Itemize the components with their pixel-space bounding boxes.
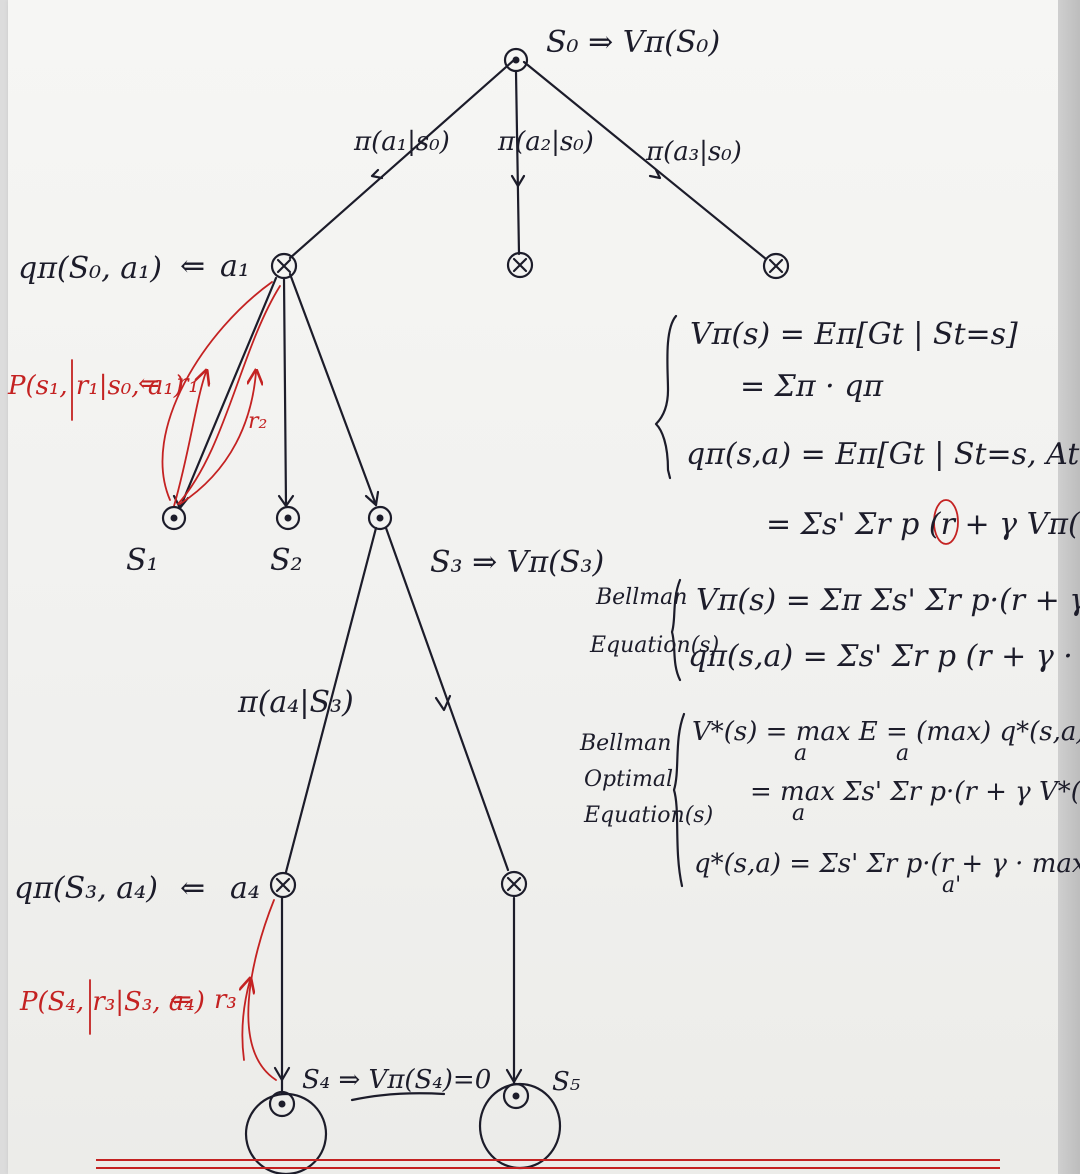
action-label-a4: a₄ [230,871,260,906]
red-arc-r1-out [161,281,273,501]
action-node-a2 [506,251,534,279]
red-arc-r3-in [242,980,250,1061]
q-as-sum-v: = Σs' Σr p (r + γ Vπ(s')) [766,507,1080,542]
arrow-prob-a1: ⇐ [138,369,160,399]
optimal-q-equation: q*(s,a) = Σs' Σr p·(r + γ · max q*(s',a'… [694,849,1080,879]
arrow-a2-head [510,174,526,188]
arrow-prob-a4: ⇐ [170,985,192,1015]
state-node-s4 [268,1090,296,1118]
tree-nodes [161,47,790,1118]
q-label-a1: qπ(S₀, a₁) [18,251,162,286]
edge-a1-s2 [282,276,288,508]
red-arc-r3-out [247,899,277,1081]
bellman-optimal-label-3: Equation(s) [583,803,713,828]
paper-sheet [8,0,1058,1174]
v-as-sum-q: = Σπ · qπ [740,369,884,404]
arrow-a3-head [648,168,662,180]
arrow-a1-head [370,168,384,180]
edge-label-a1: π(a₁|s₀) [353,127,450,157]
bellman-optimal-block: Bellman Optimal Equation(s) V*(s) = max … [579,712,1080,898]
edge-a1-s3 [288,272,378,507]
prob-label-a1: P(s₁, r₁|s₀, a₁) [7,371,184,401]
terminal-loop-s5 [478,1082,562,1170]
edge-a1-s1 [178,276,278,510]
root-value-label: S₀ ⇒ Vπ(S₀) [546,25,720,60]
optimal-v-equation-2: = max Σs' Σr p·(r + γ V*(s')) [750,777,1080,807]
red-gamma-circle [933,499,959,545]
bellman-optimal-brace [672,712,686,888]
bellman-q-equation: qπ(s,a) = Σs' Σr p (r + γ · Σπ' qπ(s',a'… [688,639,1080,674]
action-node-a3 [762,252,790,280]
red-arc-r2-out [177,285,281,505]
prob-label-a4: P(S₄, r₃|S₃, a₄) [19,987,205,1017]
optimal-v-sub: a [794,741,807,766]
bellman-optimal-label-1: Bellman [579,731,671,756]
definitions-block: Vπ(s) = Eπ[Gt | St=s] = Σπ · qπ qπ(s,a) … [654,314,1080,542]
edge-s0-a2 [514,70,521,256]
red-arc-r2-in [179,372,256,505]
action-label-a1: a₁ [220,249,250,284]
action-node-a1 [270,252,298,280]
definitions-brace [654,314,678,480]
edge-s0-a1 [288,58,516,260]
optimal-v2-sub: a [792,801,805,826]
optimal-v-sub-2: a [896,741,909,766]
optimal-v-equation: V*(s) = max E = (max) q*(s,a) [692,717,1080,747]
arrow-s5-head [505,1068,523,1084]
arrow-s3-a5-head [434,694,452,712]
terminal-loop-s4 [244,1092,328,1174]
state-label-s1: S₁ [126,543,159,578]
action-node-a5 [500,870,528,898]
optimal-q-sub: a' [942,873,961,898]
arrow-q-a1: ⇐ [180,249,205,284]
state-node-s0 [503,47,529,73]
state-node-s5 [502,1082,530,1110]
page-bottom-rule [96,1159,1000,1169]
state-node-s3 [367,505,393,531]
reward-label-r1: r₁ [176,369,199,399]
v-definition: Vπ(s) = Eπ[Gt | St=s] [690,317,1018,352]
bellman-block: Bellman Equation(s) Vπ(s) = Σπ Σs' Σr p·… [589,578,1080,682]
s3-value-label: S₃ ⇒ Vπ(S₃) [430,545,604,580]
edge-label-a2: π(a₂|s₀) [497,127,594,157]
tree-labels: S₀ ⇒ Vπ(S₀) π(a₁|s₀) π(a₂|s₀) π(a₃|s₀) q… [7,25,742,1102]
state-node-s2 [275,505,301,531]
reward-arrows [71,281,959,1081]
tree-edges [172,58,768,1174]
arrow-q-a4: ⇐ [180,871,205,906]
arrow-s4-head [273,1066,291,1082]
terminal-s4-label: S₄ ⇒ Vπ(S₄)=0 [302,1065,491,1095]
q-label-a4: qπ(S₃, a₄) [14,871,158,906]
reward-label-r2: r₂ [248,409,267,434]
background-edge [1058,0,1080,1174]
edge-s3-a4 [284,526,378,874]
bellman-label-1: Bellman [595,585,687,610]
red-arc-r1-in [173,372,206,507]
edge-label-a3: π(a₃|s₀) [645,137,742,167]
q-definition: qπ(s,a) = Eπ[Gt | St=s, At=a] [686,437,1080,472]
state-node-s1 [161,505,187,531]
edge-label-a4: π(a₄|S₃) [237,685,354,720]
reward-label-r3: r₃ [214,985,237,1015]
bellman-optimal-label-2: Optimal [584,767,673,792]
underline-s4 [350,1092,446,1102]
bellman-brace [670,578,682,682]
bellman-label-2: Equation(s) [589,633,719,658]
edge-s0-a3 [522,60,768,261]
terminal-s5-label: S₅ [552,1067,581,1097]
action-node-a4 [269,871,297,899]
arrow-s3-head [364,490,380,507]
edge-s3-a5 [384,526,510,872]
arrow-s2-head [277,494,295,508]
bellman-v-equation: Vπ(s) = Σπ Σs' Σr p·(r + γ Vπ(s')) [696,583,1080,618]
state-label-s2: S₂ [270,543,303,578]
